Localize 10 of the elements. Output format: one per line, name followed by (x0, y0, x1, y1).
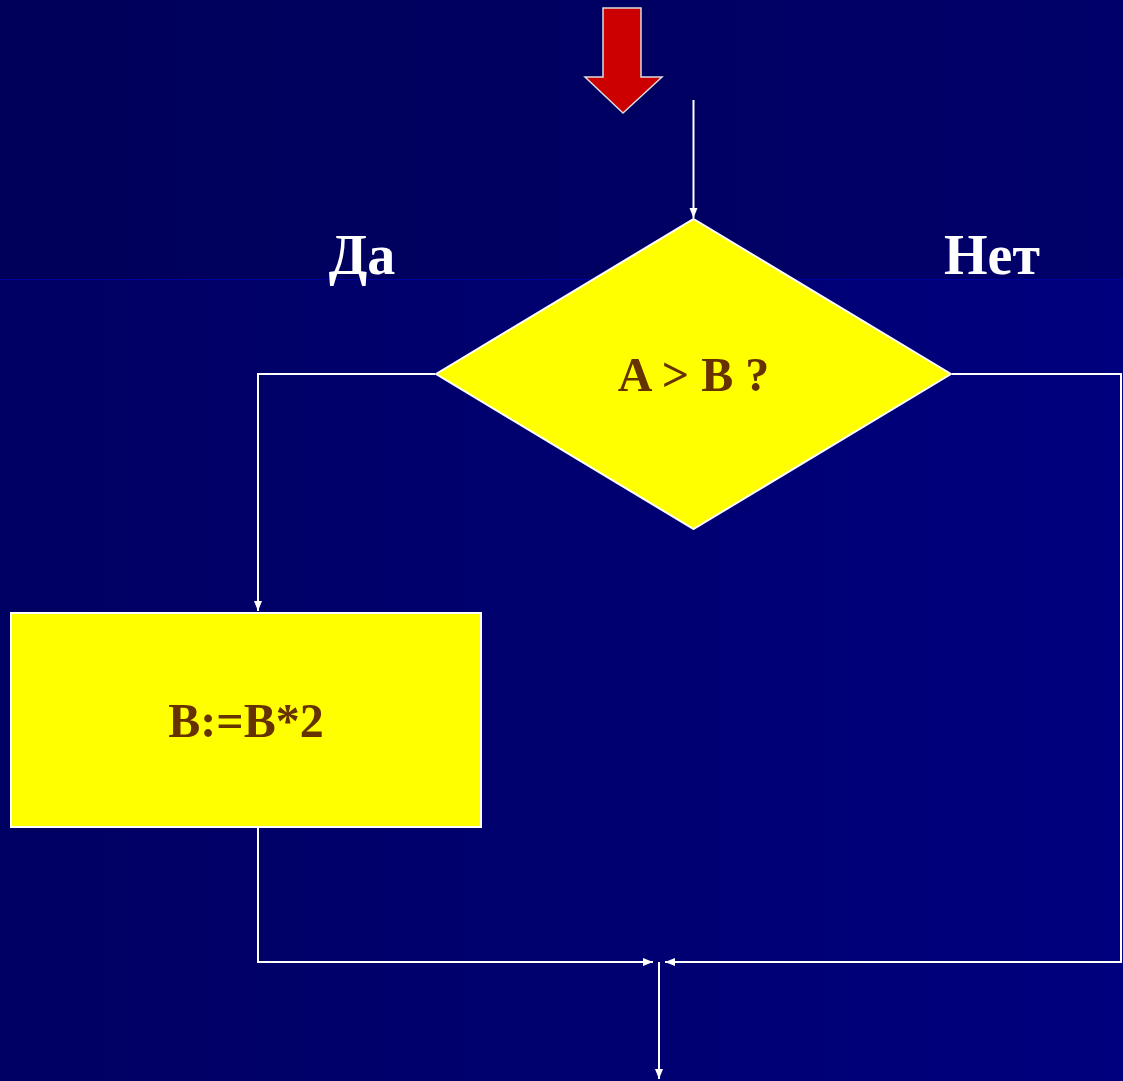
arrow (689, 99, 698, 219)
statement-text: B:=B*2 (168, 692, 324, 748)
condition-text: A > B ? (617, 346, 770, 402)
edge-label: Да (328, 223, 396, 287)
arrow (257, 827, 654, 966)
arrow (655, 961, 663, 1080)
edge-label: Нет (944, 223, 1040, 287)
process-box (10, 612, 482, 828)
arrow (664, 373, 1122, 966)
arrow (254, 373, 436, 612)
